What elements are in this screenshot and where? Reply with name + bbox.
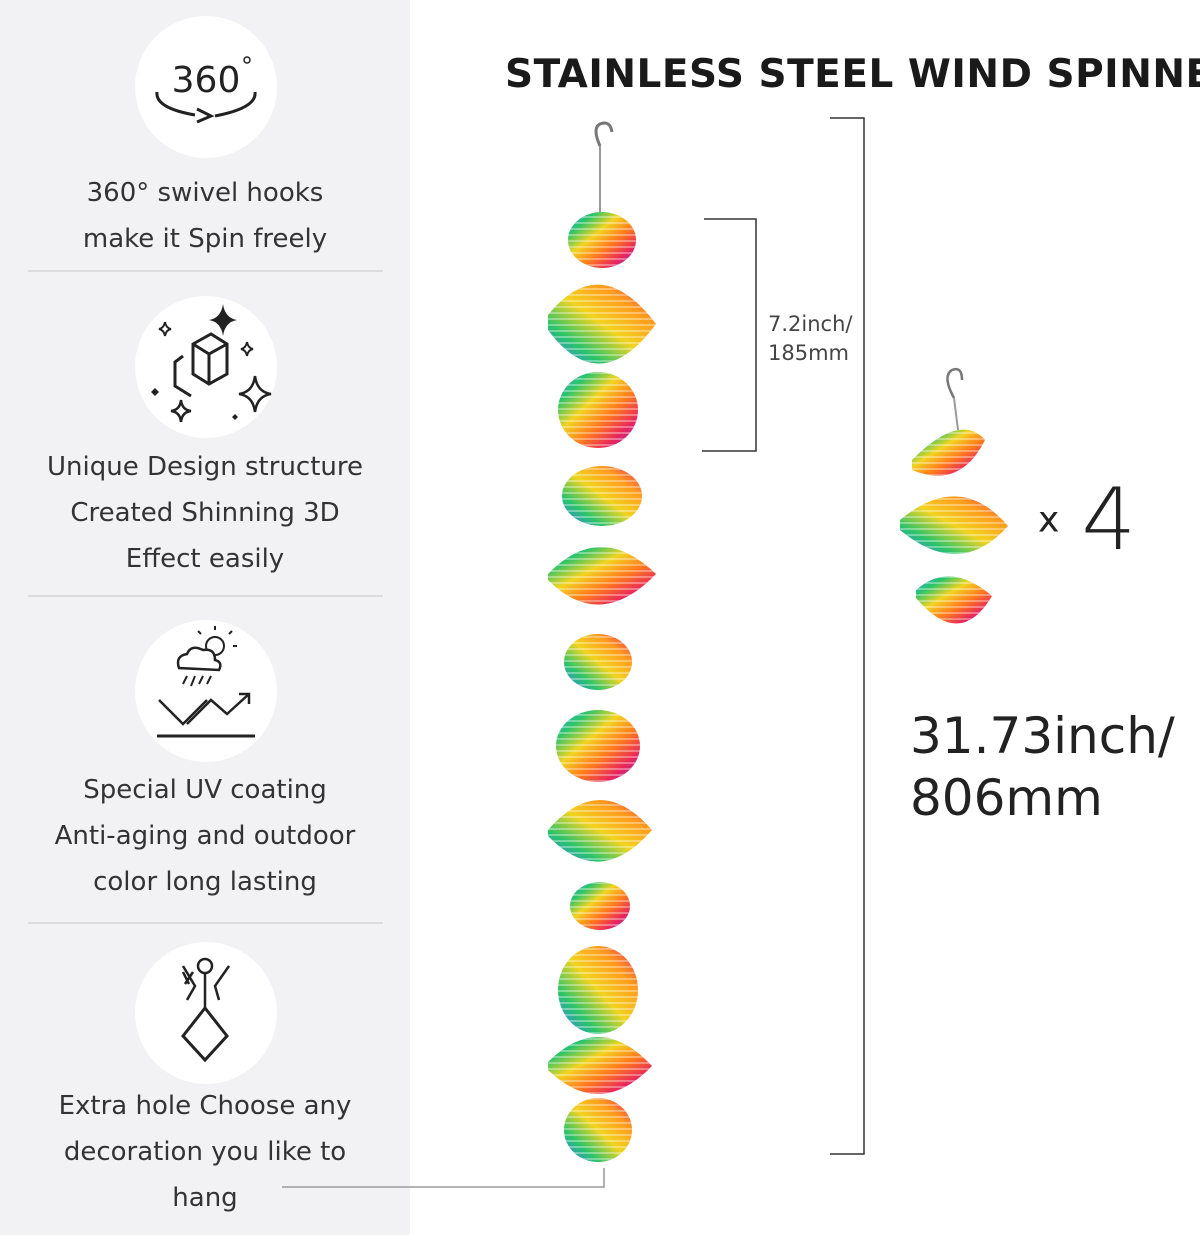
feature-line: Effect easily <box>125 544 285 574</box>
rotate-360-icon: 360 <box>135 16 277 158</box>
feature-line: Extra hole Choose any <box>58 1091 352 1121</box>
callout-line <box>282 1168 605 1188</box>
sparkle-cube-icon <box>135 296 277 438</box>
feature-line: color long lasting <box>93 867 317 897</box>
segment-length-inch: 7.2inch/ <box>768 312 853 336</box>
total-length-mm: 806mm <box>910 769 1103 827</box>
hanging-figure-icon <box>135 942 277 1084</box>
feature-line: make it Spin freely <box>82 224 328 254</box>
feature-line: Anti-aging and outdoor <box>54 821 356 851</box>
segment-dimension-bracket <box>702 218 757 452</box>
feature-uv-text: Special UV coating Anti-aging and outdoo… <box>0 767 410 905</box>
weather-resistant-icon <box>135 620 277 762</box>
rotate-360-badge-text: 360 <box>172 60 241 101</box>
single-spinner-unit <box>900 367 1008 624</box>
segment-length-mm: 185mm <box>768 341 849 365</box>
feature-swivel-text: 360° swivel hooks make it Spin freely <box>0 170 410 262</box>
divider <box>28 270 383 272</box>
feature-line: Unique Design structure <box>47 452 363 482</box>
divider <box>28 595 383 597</box>
feature-extra-hole-text: Extra hole Choose any decoration you lik… <box>0 1083 410 1221</box>
segment-length-label: 7.2inch/ 185mm <box>768 310 852 368</box>
divider <box>28 922 383 924</box>
total-dimension-bracket <box>830 117 865 1155</box>
hook <box>594 121 614 147</box>
feature-line: Created Shinning 3D <box>70 498 340 528</box>
total-length-inch: 31.73inch/ <box>910 707 1175 765</box>
feature-design-text: Unique Design structure Created Shinning… <box>0 444 410 582</box>
page-title: STAINLESS STEEL WIND SPINNER <box>505 52 1200 97</box>
feature-line: Special UV coating <box>83 775 327 805</box>
total-length-label: 31.73inch/ 806mm <box>910 705 1175 829</box>
feature-line: hang <box>172 1183 238 1213</box>
spinner-segments <box>548 212 656 1162</box>
feature-line: decoration you like to <box>63 1137 347 1167</box>
feature-line: 360° swivel hooks <box>86 178 324 208</box>
quantity-prefix: x <box>1038 499 1060 541</box>
feature-sidebar: 360 360° swivel hooks make it Spin freel… <box>0 0 410 1235</box>
quantity-count: 4 <box>1081 470 1137 570</box>
